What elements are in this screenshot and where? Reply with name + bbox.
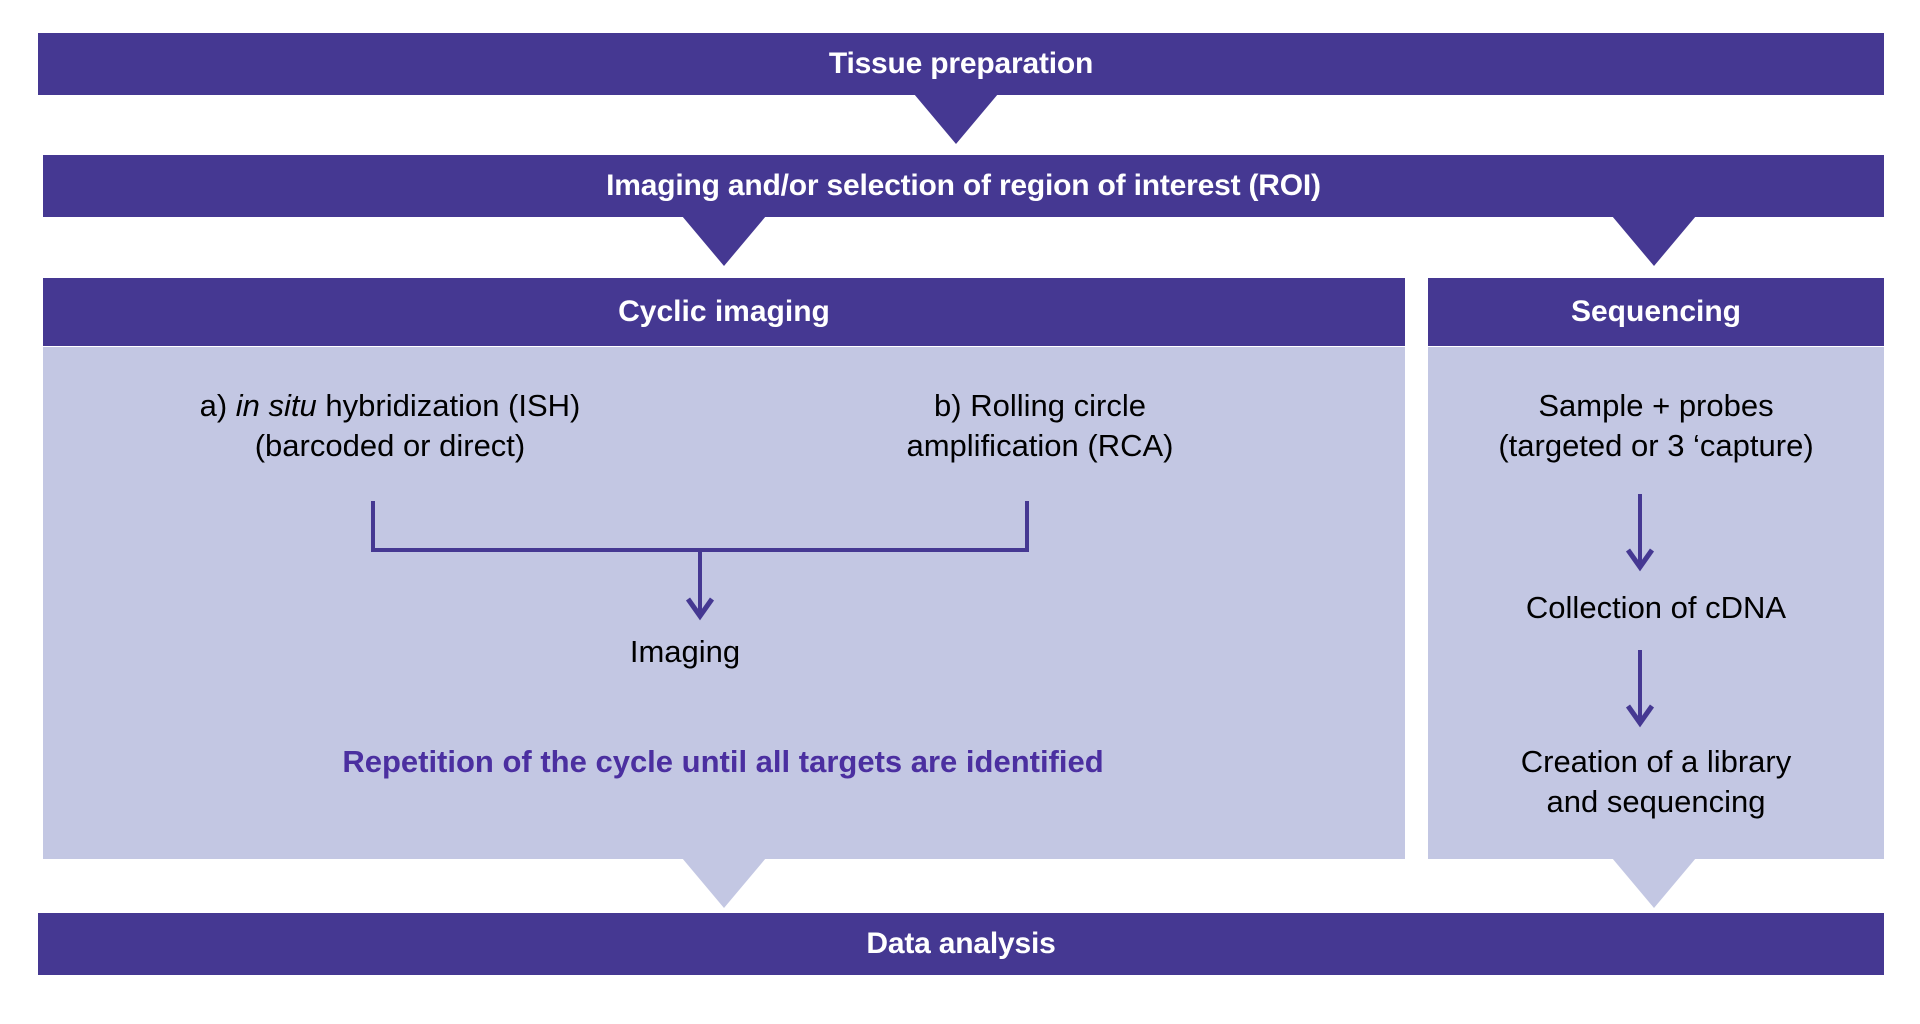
node-roi-selection-label: Imaging and/or selection of region of in… bbox=[606, 169, 1321, 202]
step-ish-prefix: a) bbox=[199, 388, 236, 423]
step-rca-line2: amplification (RCA) bbox=[906, 427, 1174, 463]
step-imaging: Imaging bbox=[515, 632, 855, 672]
step-cdna-label: Collection of cDNA bbox=[1525, 590, 1787, 625]
arrow-roi-to-sequencing bbox=[1612, 216, 1696, 266]
arrow-cyclic-imaging-to-data-analysis bbox=[682, 858, 766, 908]
step-sample-line2: (targeted or 3 ‘capture) bbox=[1498, 427, 1814, 463]
step-in-situ-hybridization: a) in situ hybridization (ISH) (barcoded… bbox=[110, 386, 670, 465]
node-data-analysis: Data analysis bbox=[38, 913, 1884, 975]
step-imaging-label: Imaging bbox=[629, 634, 741, 669]
panel-cyclic-imaging bbox=[43, 347, 1405, 859]
note-repetition-of-cycle: Repetition of the cycle until all target… bbox=[143, 744, 1303, 780]
step-rca-line1: b) Rolling circle bbox=[934, 388, 1146, 423]
step-ish-suffix: hybridization (ISH) bbox=[316, 388, 581, 423]
column-header-sequencing: Sequencing bbox=[1428, 278, 1884, 346]
panel-sequencing bbox=[1428, 347, 1884, 859]
step-sample-plus-probes: Sample + probes (targeted or 3 ‘capture) bbox=[1440, 386, 1872, 465]
note-repetition-label: Repetition of the cycle until all target… bbox=[342, 744, 1104, 779]
column-header-sequencing-label: Sequencing bbox=[1570, 295, 1742, 328]
step-creation-of-library: Creation of a library and sequencing bbox=[1440, 742, 1872, 821]
column-header-cyclic-imaging: Cyclic imaging bbox=[43, 278, 1405, 346]
column-header-cyclic-imaging-label: Cyclic imaging bbox=[618, 295, 830, 328]
step-ish-italic: in situ bbox=[235, 388, 317, 423]
arrow-roi-to-cyclic-imaging bbox=[682, 216, 766, 266]
node-tissue-preparation-label: Tissue preparation bbox=[828, 47, 1094, 80]
step-sample-line1: Sample + probes bbox=[1538, 388, 1774, 423]
step-library-line2: and sequencing bbox=[1546, 783, 1766, 819]
step-ish-subtitle: (barcoded or direct) bbox=[254, 427, 526, 463]
node-tissue-preparation: Tissue preparation bbox=[38, 33, 1884, 95]
arrow-tissue-to-roi bbox=[914, 94, 998, 144]
step-collection-of-cdna: Collection of cDNA bbox=[1440, 588, 1872, 628]
node-data-analysis-label: Data analysis bbox=[866, 927, 1056, 960]
arrow-sequencing-to-data-analysis bbox=[1612, 858, 1696, 908]
node-roi-selection: Imaging and/or selection of region of in… bbox=[43, 155, 1884, 217]
step-library-line1: Creation of a library bbox=[1520, 744, 1792, 779]
step-rolling-circle-amplification: b) Rolling circle amplification (RCA) bbox=[790, 386, 1290, 465]
